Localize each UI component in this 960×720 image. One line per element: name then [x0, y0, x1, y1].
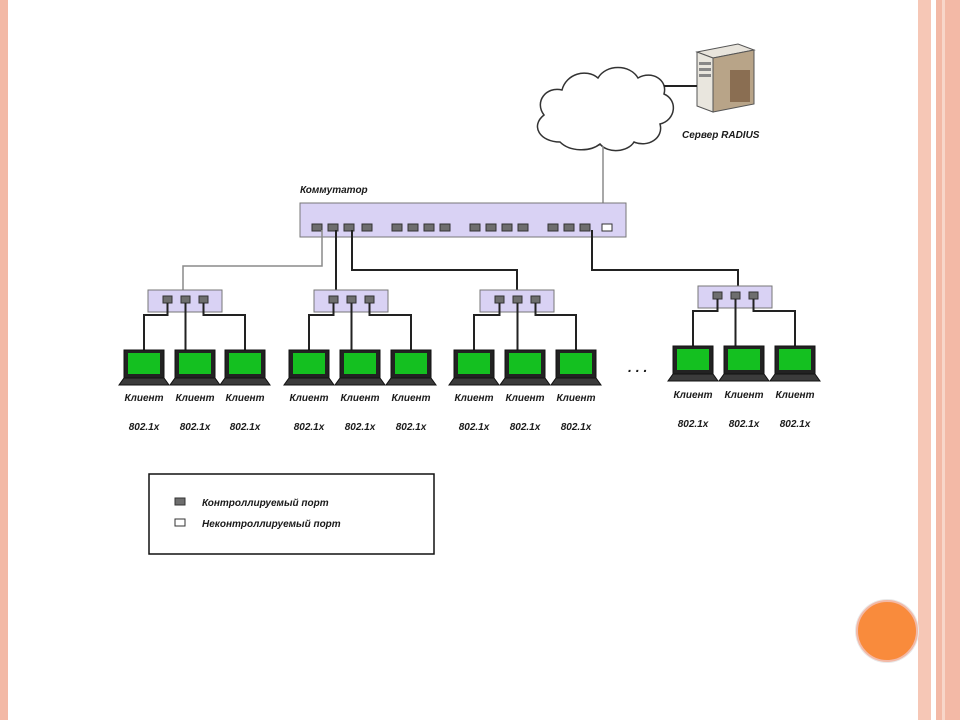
slide-frame-right-stripe: [942, 0, 945, 720]
client-label: Клиент: [674, 390, 713, 401]
client-protocol-label: 802.1x: [129, 422, 160, 433]
port-controlled: [512, 295, 523, 304]
slide-frame-right: [918, 0, 931, 720]
port-controlled: [748, 291, 759, 300]
port-controlled: [346, 295, 357, 304]
link-client: [143, 303, 169, 350]
client-label: Клиент: [455, 393, 494, 404]
legend: Контроллируемый порт Неконтроллируемый п…: [148, 473, 435, 555]
client-laptop-icon: [769, 345, 821, 382]
port-controlled: [180, 295, 191, 304]
port-controlled: [530, 295, 541, 304]
port-controlled: [439, 223, 451, 232]
client-protocol-label: 802.1x: [396, 422, 427, 433]
port-controlled: [364, 295, 375, 304]
client-label: Клиент: [226, 393, 265, 404]
port-controlled: [407, 223, 419, 232]
link-switch-sub-3: [351, 230, 518, 290]
main-switch: [299, 202, 627, 238]
link-client: [692, 299, 719, 346]
client-label: Клиент: [125, 393, 164, 404]
link-client: [202, 303, 246, 350]
legend-uncontrolled-swatch: [174, 518, 186, 527]
client-laptop-icon: [169, 349, 221, 386]
legend-controlled-swatch: [174, 497, 186, 506]
link-client: [473, 303, 501, 350]
network-cloud: [536, 66, 674, 152]
radius-server-icon: [695, 43, 756, 113]
port-controlled: [712, 291, 723, 300]
port-controlled: [311, 223, 323, 232]
port-controlled: [485, 223, 497, 232]
port-controlled: [361, 223, 373, 232]
slide-frame-right-outer: [936, 0, 960, 720]
port-uncontrolled: [601, 223, 613, 232]
port-controlled: [327, 223, 339, 232]
port-controlled: [162, 295, 173, 304]
client-protocol-label: 802.1x: [780, 419, 811, 430]
client-label: Клиент: [725, 390, 764, 401]
client-label: Клиент: [557, 393, 596, 404]
decorative-circle: [856, 600, 918, 662]
client-protocol-label: 802.1x: [561, 422, 592, 433]
port-controlled: [730, 291, 741, 300]
radius-server-label: Сервер RADIUS: [682, 130, 760, 141]
client-label: Клиент: [776, 390, 815, 401]
client-laptop-icon: [283, 349, 335, 386]
port-controlled: [579, 223, 591, 232]
client-label: Клиент: [290, 393, 329, 404]
client-protocol-label: 802.1x: [230, 422, 261, 433]
client-label: Клиент: [176, 393, 215, 404]
client-laptop-icon: [667, 345, 719, 382]
client-protocol-label: 802.1x: [345, 422, 376, 433]
legend-box: [148, 473, 435, 555]
port-controlled: [501, 223, 513, 232]
port-controlled: [343, 223, 355, 232]
client-protocol-label: 802.1x: [180, 422, 211, 433]
client-laptop-icon: [550, 349, 602, 386]
client-group: Клиент 802.1x Клиент 802.1x Клиент 802.1x: [448, 289, 602, 433]
link-switch-sub-4: [591, 230, 739, 286]
client-label: Клиент: [392, 393, 431, 404]
client-laptop-icon: [118, 349, 170, 386]
switch-label: Коммутатор: [300, 185, 368, 196]
client-laptop-icon: [499, 349, 551, 386]
client-group: Клиент 802.1x Клиент 802.1x Клиент 802.1x: [118, 289, 271, 433]
client-laptop-icon: [219, 349, 271, 386]
link-client: [368, 303, 412, 350]
client-laptop-icon: [448, 349, 500, 386]
legend-uncontrolled-label: Неконтроллируемый порт: [202, 519, 341, 530]
link-client: [534, 303, 577, 350]
port-controlled: [198, 295, 209, 304]
port-controlled: [547, 223, 559, 232]
link-switch-sub-1: [182, 230, 323, 290]
client-protocol-label: 802.1x: [459, 422, 490, 433]
client-laptop-icon: [334, 349, 386, 386]
port-controlled: [494, 295, 505, 304]
client-label: Клиент: [506, 393, 545, 404]
link-client: [308, 303, 335, 350]
slide-frame-left: [0, 0, 8, 720]
legend-controlled-label: Контроллируемый порт: [202, 498, 329, 509]
client-group: Клиент 802.1x Клиент 802.1x Клиент 802.1x: [283, 289, 437, 433]
port-controlled: [563, 223, 575, 232]
client-laptop-icon: [385, 349, 437, 386]
link-client: [752, 299, 796, 346]
port-controlled: [328, 295, 339, 304]
client-protocol-label: 802.1x: [678, 419, 709, 430]
port-controlled: [517, 223, 529, 232]
ellipsis: . . .: [628, 359, 647, 375]
main-switch-ports: [311, 223, 613, 232]
client-label: Клиент: [341, 393, 380, 404]
port-controlled: [469, 223, 481, 232]
client-laptop-icon: [718, 345, 770, 382]
port-controlled: [423, 223, 435, 232]
port-controlled: [391, 223, 403, 232]
client-groups: Клиент802.1xКлиент802.1xКлиент802.1xКлие…: [118, 285, 821, 433]
client-protocol-label: 802.1x: [294, 422, 325, 433]
client-protocol-label: 802.1x: [729, 419, 760, 430]
client-protocol-label: 802.1x: [510, 422, 541, 433]
client-group: Клиент 802.1x Клиент 802.1x Клиент 802.1x: [667, 285, 821, 430]
